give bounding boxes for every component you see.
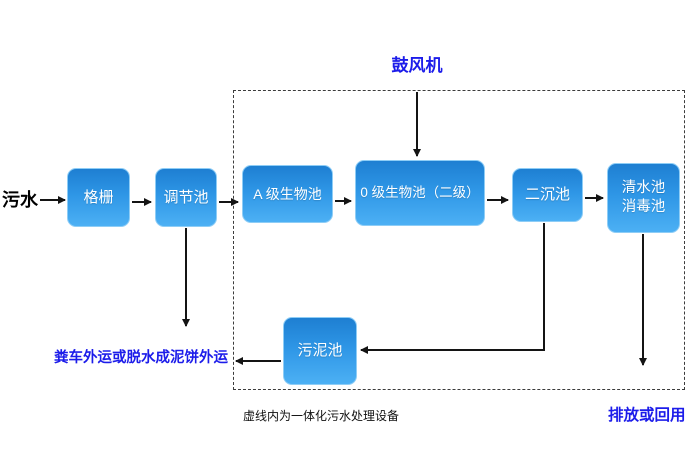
node-clear-water-disinfection-tank: 清水池 消毒池 [607, 163, 680, 233]
sludge-disposal-label: 粪车外运或脱水成泥饼外运 [54, 350, 228, 366]
equipment-boundary-box [233, 90, 685, 390]
discharge-reuse-label: 排放或回用 [608, 407, 686, 424]
inflow-label: 污水 [2, 190, 38, 210]
node-regulation-tank: 调节池 [155, 168, 217, 227]
node-a-level-bio-tank: A 级生物池 [242, 165, 333, 223]
node-o-level-bio-tank-label: 0 级生物池（二级） [360, 185, 480, 201]
node-clear-water-label: 清水池 [621, 180, 666, 197]
node-sludge-tank-label: 污泥池 [297, 342, 343, 360]
node-secondary-sedimentation-tank-label: 二沉池 [524, 186, 570, 204]
boundary-caption: 虚线内为一体化污水处理设备 [243, 409, 400, 423]
node-regulation-tank-label: 调节池 [163, 188, 209, 206]
node-disinfection-label: 消毒池 [621, 199, 666, 215]
node-o-level-bio-tank: 0 级生物池（二级） [355, 160, 485, 226]
node-sludge-tank: 污泥池 [283, 317, 357, 385]
node-secondary-sedimentation-tank: 二沉池 [512, 168, 583, 222]
blower-label: 鼓风机 [391, 56, 443, 75]
node-grid-label: 格栅 [83, 188, 114, 206]
node-a-level-bio-tank-label: A 级生物池 [253, 185, 322, 202]
node-grid: 格栅 [67, 168, 130, 227]
